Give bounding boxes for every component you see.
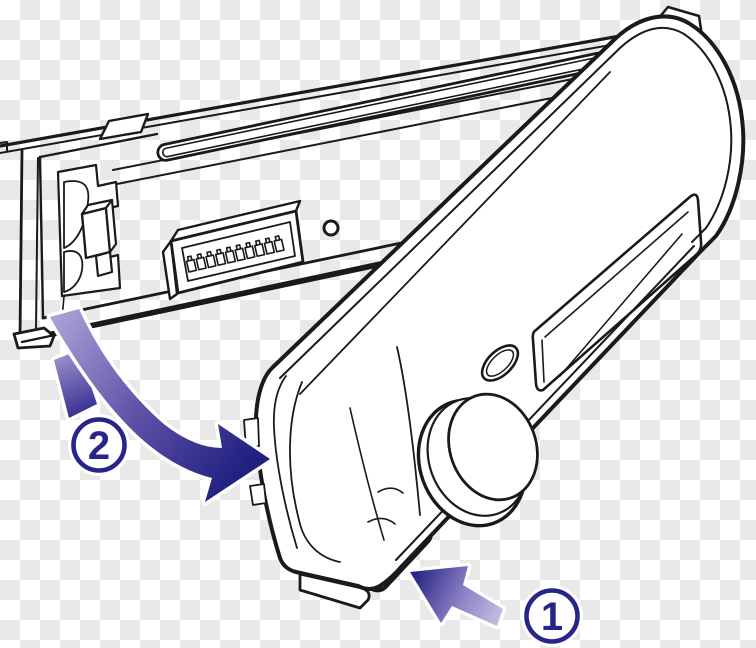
step-1-number: 1 — [541, 595, 563, 639]
head-unit — [0, 5, 708, 350]
wiring-connector — [161, 199, 305, 301]
faceplate — [243, 14, 746, 610]
release-latch — [56, 163, 122, 333]
step-2-arrow-icon — [46, 305, 274, 506]
connector-pins — [185, 235, 285, 273]
step-1-arrow-icon — [406, 562, 507, 630]
display-window — [531, 193, 703, 392]
oval-button — [480, 344, 520, 382]
step-1-badge: 1 — [521, 585, 583, 647]
step-2-badge: 2 — [68, 414, 130, 476]
screw-hole — [322, 219, 340, 237]
volume-knob — [416, 392, 539, 528]
step-2-number: 2 — [88, 424, 110, 468]
step-annotations: 2 1 — [46, 305, 583, 647]
